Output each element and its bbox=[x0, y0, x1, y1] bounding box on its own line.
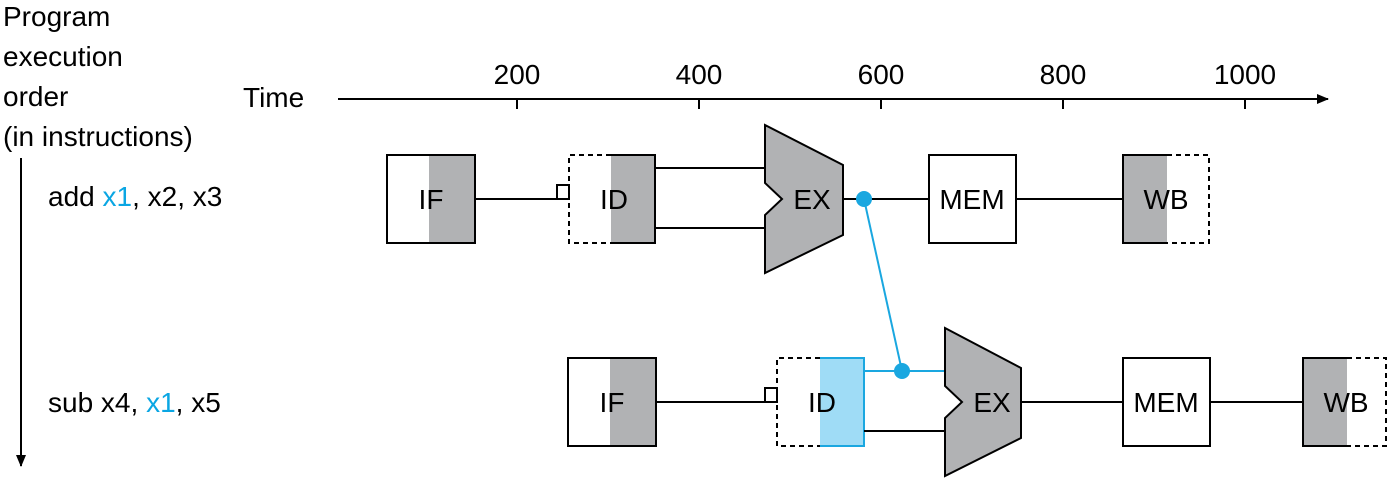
wb-write-half-outline bbox=[1122, 154, 1167, 244]
forwarding-line bbox=[863, 198, 903, 372]
order-label-line-1: Program bbox=[3, 1, 110, 32]
wb-read-half-outline bbox=[1167, 154, 1210, 244]
pipeline-row-sub: IF ID EX MEM WB bbox=[567, 326, 1387, 478]
stage-wb: WB bbox=[1122, 154, 1210, 244]
stage-ex: EX bbox=[764, 123, 844, 275]
wb-write-half-outline bbox=[1302, 357, 1347, 447]
program-order-label: Program execution order (in instructions… bbox=[3, 1, 193, 152]
id-read-half bbox=[611, 155, 655, 243]
tick-label: 800 bbox=[1040, 59, 1087, 90]
id-clock-notch bbox=[556, 184, 570, 200]
time-label: Time bbox=[243, 82, 304, 113]
stage-if: IF bbox=[386, 154, 476, 244]
instruction-sub-label: sub x4, x1, x5 bbox=[48, 387, 221, 418]
id-write-half-outline bbox=[568, 154, 611, 244]
alu-icon bbox=[764, 123, 844, 275]
id-read-half-outline bbox=[820, 357, 865, 447]
order-label-line-4: (in instructions) bbox=[3, 121, 193, 152]
if-read-half bbox=[610, 358, 656, 446]
if-read-half bbox=[429, 155, 475, 243]
id-write-half-outline bbox=[776, 357, 820, 447]
tick-label: 1000 bbox=[1214, 59, 1276, 90]
wb-label: WB bbox=[1323, 387, 1368, 418]
order-label-line-2: execution bbox=[3, 41, 123, 72]
forward-target-dot bbox=[894, 363, 910, 379]
alu-icon bbox=[944, 326, 1022, 478]
mem-label: MEM bbox=[939, 184, 1004, 215]
tick-label: 400 bbox=[676, 59, 723, 90]
id-clock-notch bbox=[764, 387, 778, 403]
pipeline-row-add: IF ID EX MEM WB bbox=[386, 123, 1210, 275]
id-read-half-highlight bbox=[820, 358, 864, 446]
stage-id: ID bbox=[764, 357, 865, 447]
ex-label: EX bbox=[793, 184, 831, 215]
forwarding-path bbox=[856, 191, 910, 379]
time-ticks: 200 400 600 800 1000 bbox=[494, 59, 1276, 109]
mem-label: MEM bbox=[1133, 387, 1198, 418]
if-label: IF bbox=[419, 184, 444, 215]
wb-write-half bbox=[1303, 358, 1347, 446]
tick-label: 200 bbox=[494, 59, 541, 90]
stage-wb: WB bbox=[1302, 357, 1387, 447]
id-label: ID bbox=[808, 387, 836, 418]
tick-label: 600 bbox=[858, 59, 905, 90]
order-label-line-3: order bbox=[3, 81, 68, 112]
id-label: ID bbox=[600, 184, 628, 215]
instruction-add-label: add x1, x2, x3 bbox=[48, 181, 222, 212]
ex-label: EX bbox=[973, 387, 1011, 418]
id-read-half-outline bbox=[611, 154, 656, 244]
wb-label: WB bbox=[1143, 184, 1188, 215]
wb-write-half bbox=[1123, 155, 1167, 243]
stage-mem: MEM bbox=[928, 154, 1017, 244]
mem-box bbox=[928, 154, 1017, 244]
wb-read-half-outline bbox=[1347, 357, 1387, 447]
stage-if: IF bbox=[567, 357, 657, 447]
stage-mem: MEM bbox=[1122, 357, 1211, 447]
stage-ex: EX bbox=[944, 326, 1022, 478]
mem-box bbox=[1122, 357, 1211, 447]
if-label: IF bbox=[600, 387, 625, 418]
forward-source-dot bbox=[856, 191, 872, 207]
stage-id: ID bbox=[556, 154, 656, 244]
